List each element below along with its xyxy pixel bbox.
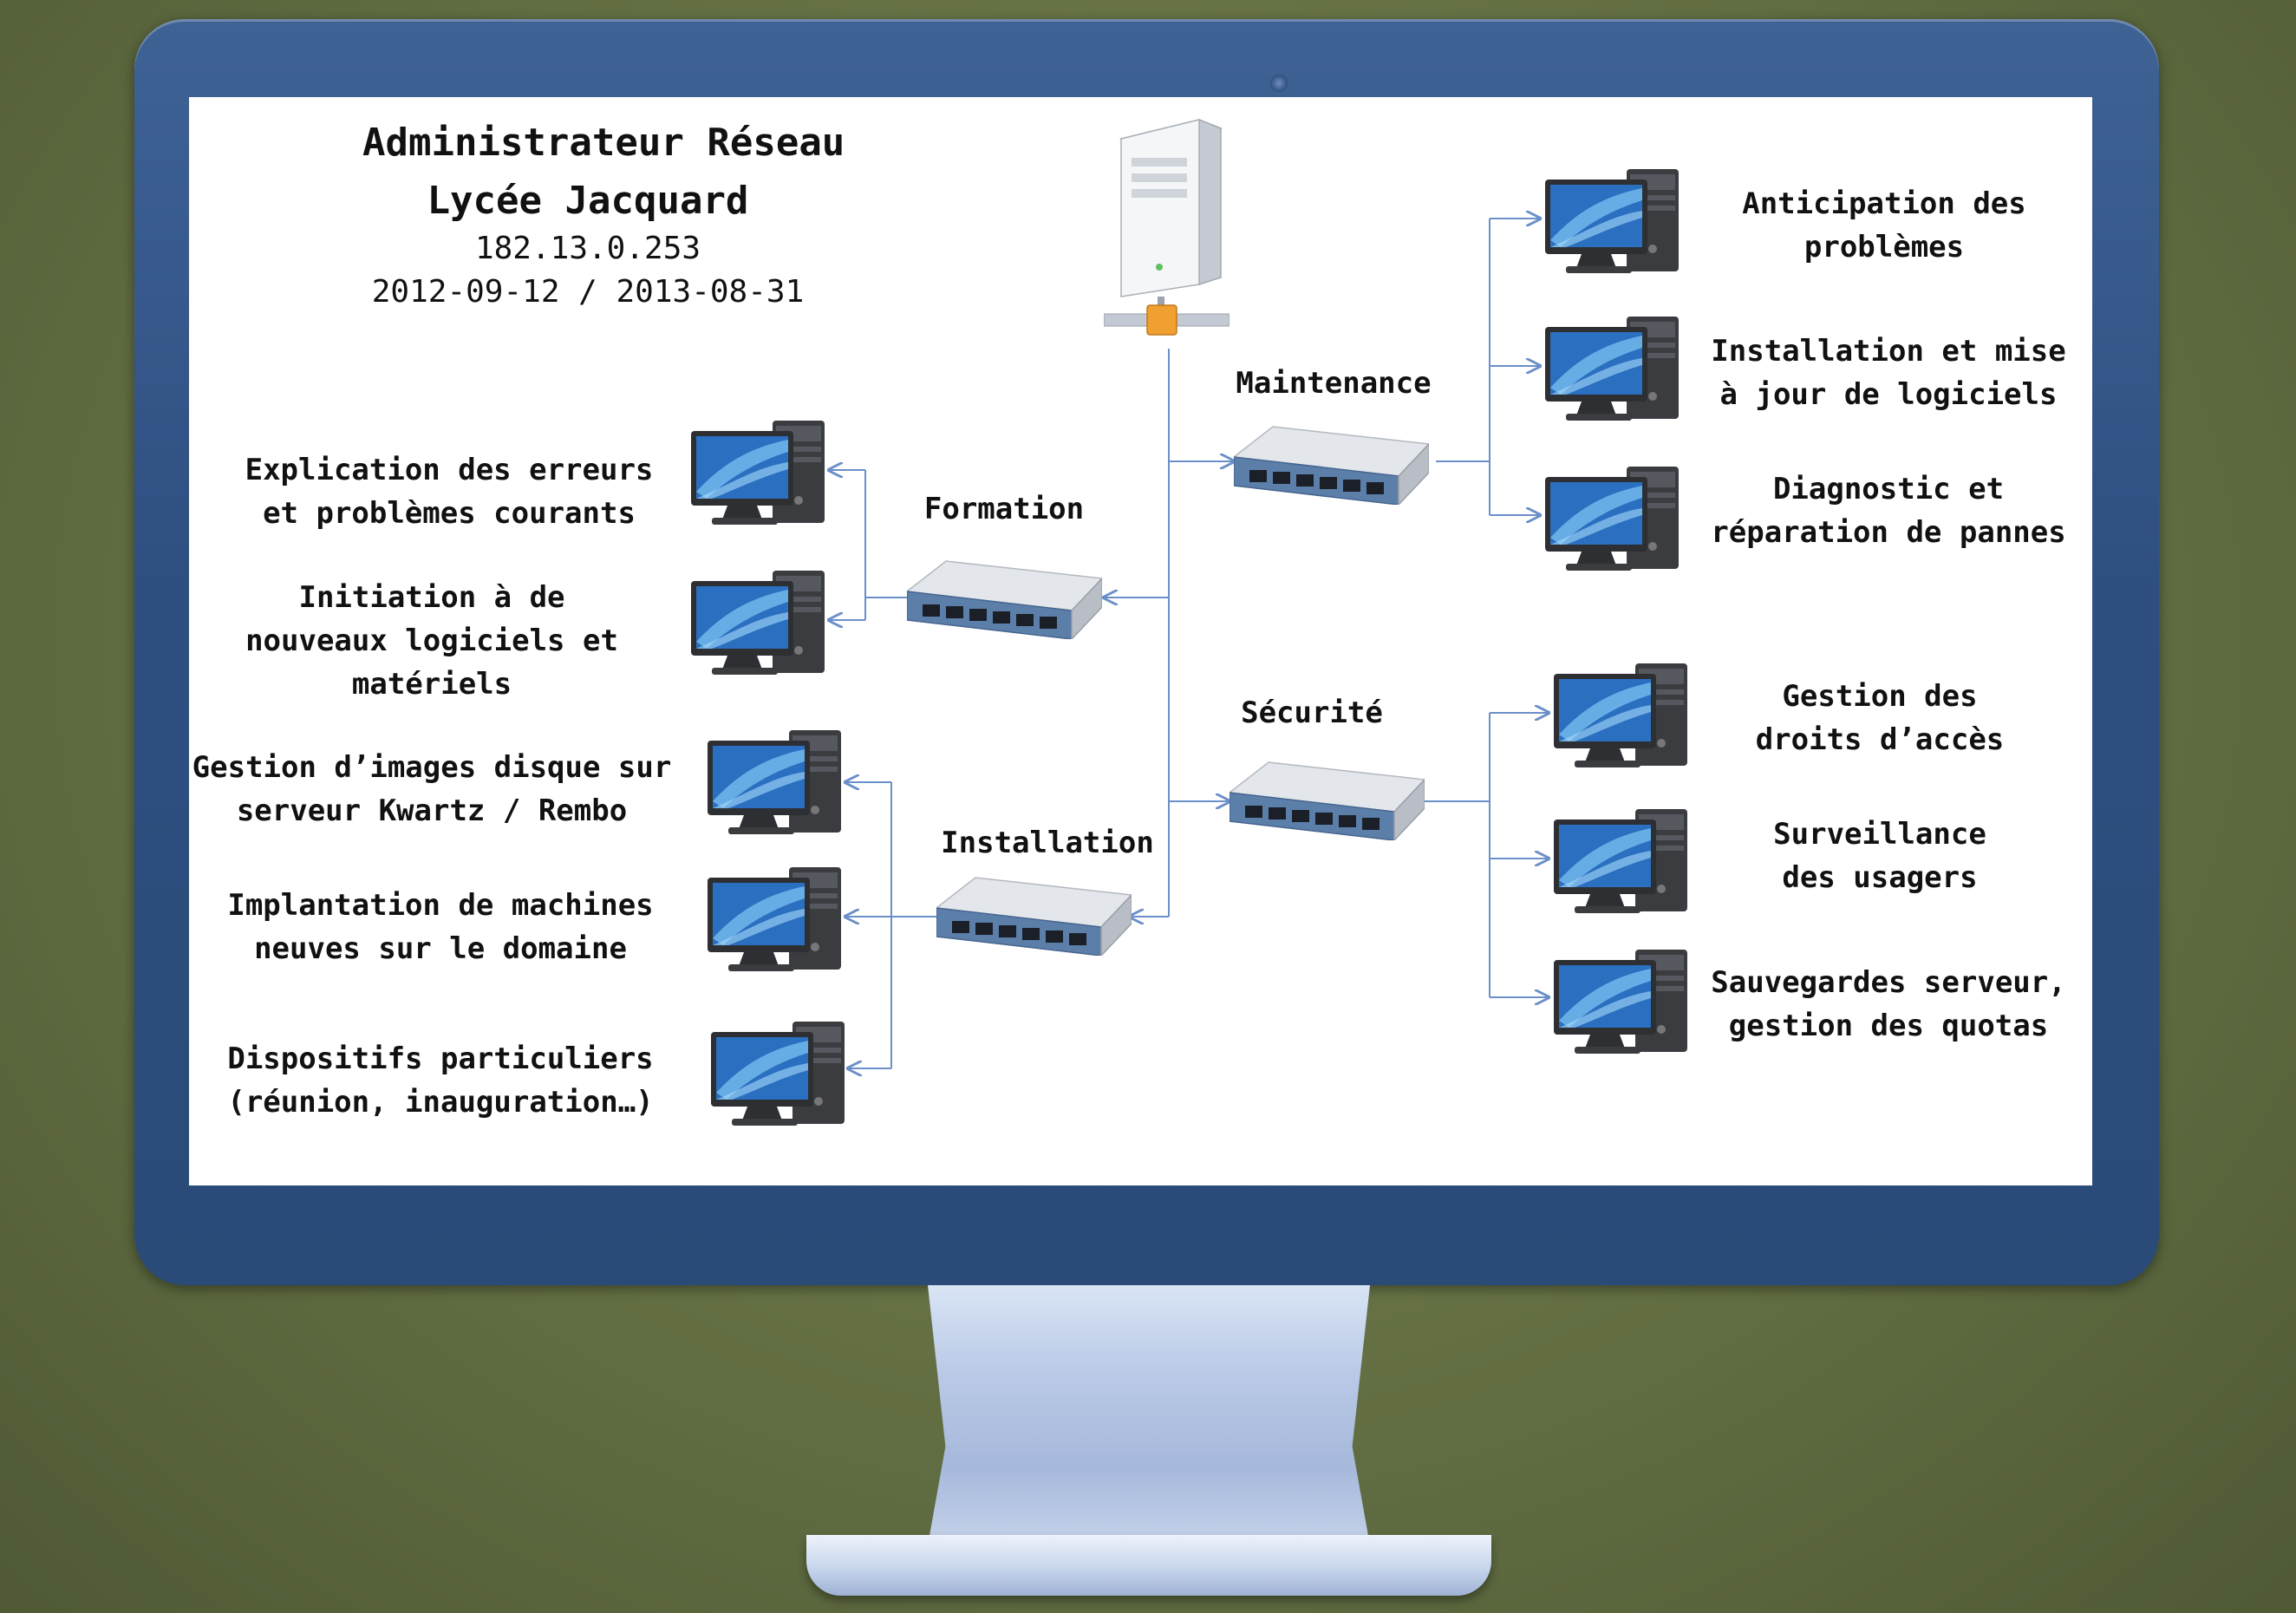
task-formation-1-line1: Explication des erreurs	[245, 453, 654, 487]
securite-switch-icon	[1230, 758, 1425, 840]
computer-icon	[1549, 656, 1692, 774]
computer-icon	[706, 1015, 849, 1132]
task-installation-2-line1: Implantation de machines	[227, 888, 654, 923]
task-securite-1-line1: Gestion des	[1782, 679, 1978, 714]
task-maintenance-1-line1: Anticipation des	[1742, 186, 2026, 221]
server-icon	[1104, 118, 1230, 336]
monitor-stand-neck	[928, 1285, 1370, 1545]
computer-icon	[1540, 310, 1683, 427]
monitor-stand-base	[806, 1535, 1491, 1596]
task-installation-1-line2: serveur Kwartz / Rembo	[236, 793, 628, 828]
computer-icon	[686, 564, 829, 681]
installation-switch-icon	[936, 873, 1132, 956]
task-formation-1-line2: et problèmes courants	[263, 496, 636, 531]
branch-label-maintenance: Maintenance	[1236, 366, 1432, 401]
maintenance-switch-icon	[1234, 422, 1429, 505]
task-formation-2-line1: Initiation à de	[298, 580, 565, 615]
page-title-line1: Administrateur Réseau	[362, 121, 845, 165]
computer-icon	[1549, 802, 1692, 919]
diagram-screen: Administrateur Réseau Lycée Jacquard 182…	[189, 97, 2092, 1185]
computer-icon	[686, 414, 829, 531]
task-securite-3-line2: gestion des quotas	[1728, 1009, 2049, 1043]
task-maintenance-3-line1: Diagnostic et	[1772, 472, 2005, 506]
task-securite-2-line1: Surveillance	[1773, 817, 1986, 852]
computer-icon	[1549, 943, 1692, 1060]
task-installation-2-line2: neuves sur le domaine	[254, 931, 627, 966]
task-securite-2-line2: des usagers	[1782, 860, 1978, 895]
computer-icon	[1540, 460, 1683, 577]
task-maintenance-2-line2: à jour de logiciels	[1719, 377, 2058, 412]
task-installation-3-line2: (réunion, inauguration…)	[227, 1085, 654, 1120]
formation-switch-icon	[907, 557, 1102, 639]
computer-icon	[702, 860, 845, 977]
branch-label-installation: Installation	[941, 826, 1154, 860]
page-title-line2: Lycée Jacquard	[427, 179, 749, 223]
server-ip: 182.13.0.253	[474, 231, 701, 266]
task-maintenance-2-line1: Installation et mise	[1711, 334, 2066, 369]
task-formation-2-line3: matériels	[351, 667, 512, 702]
branch-label-securite: Sécurité	[1241, 695, 1383, 730]
task-maintenance-1-line2: problèmes	[1804, 230, 1965, 264]
task-installation-1-line1: Gestion d’images disque sur	[192, 750, 672, 785]
task-installation-3-line1: Dispositifs particuliers	[227, 1042, 654, 1076]
computer-icon	[1540, 162, 1683, 279]
network-wires	[189, 97, 2092, 1185]
branch-label-formation: Formation	[923, 492, 1085, 526]
computer-icon	[702, 723, 845, 840]
task-securite-3-line1: Sauvegardes serveur,	[1711, 965, 2066, 1000]
date-range: 2012-09-12 / 2013-08-31	[371, 274, 805, 310]
task-formation-2-line2: nouveaux logiciels et	[245, 624, 618, 658]
task-securite-1-line2: droits d’accès	[1755, 722, 2005, 757]
webcam-icon	[1270, 75, 1288, 92]
task-maintenance-3-line2: réparation de pannes	[1711, 515, 2066, 550]
